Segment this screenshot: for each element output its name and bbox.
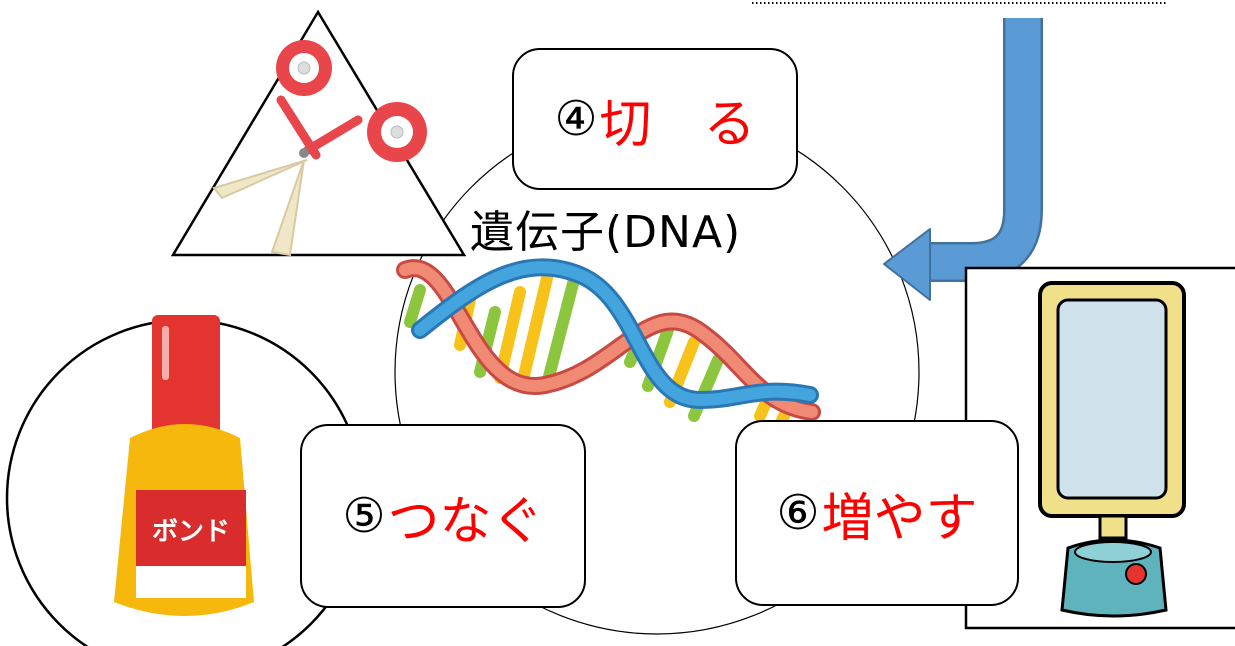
bond-bottle-icon bbox=[114, 315, 254, 616]
step-number: ⑥ bbox=[776, 485, 820, 541]
bond-label: ボンド bbox=[152, 517, 230, 547]
step-number: ⑤ bbox=[342, 488, 386, 544]
dna-title: 遺伝子(DNA) bbox=[470, 207, 742, 258]
scissors-icon bbox=[212, 40, 427, 257]
smartphone-stand-icon bbox=[1038, 281, 1186, 618]
step-number: ④ bbox=[554, 91, 598, 147]
step-label: 増やす bbox=[821, 488, 978, 549]
step-label: つなぐ bbox=[387, 491, 544, 552]
step-label: 切 る bbox=[599, 94, 756, 155]
blue-arrow bbox=[883, 18, 1043, 301]
dna-helix-icon bbox=[396, 258, 821, 426]
